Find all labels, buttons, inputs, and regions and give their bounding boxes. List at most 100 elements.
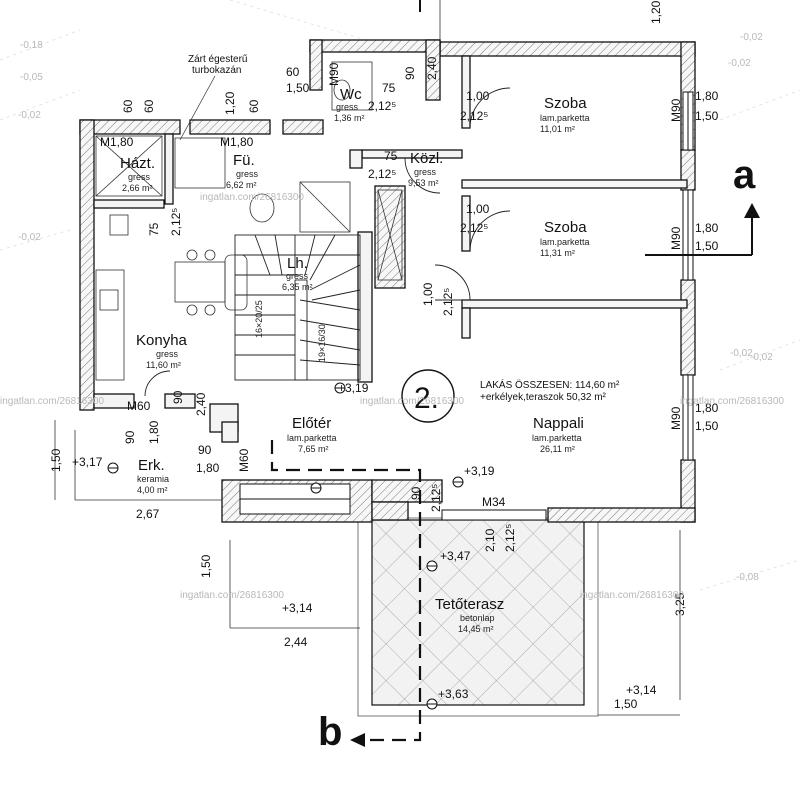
room-fu-area: 6,62 m² (226, 180, 257, 190)
room-hazt-floor: gress (128, 172, 151, 182)
dimension-label: 90 (409, 486, 423, 500)
room-szoba2-area: 11,31 m² (540, 248, 575, 258)
room-kozl-name: Közl. (410, 150, 443, 167)
dimension-label: -0,02 (18, 232, 41, 243)
fixtures (95, 61, 403, 381)
windows (239, 91, 694, 521)
dimension-label: 2,40 (194, 392, 208, 416)
section-lines (270, 0, 760, 747)
dimension-label: 1,00 (466, 89, 490, 103)
level-label: +3,14 (626, 683, 657, 697)
room-lh-area: 6,35 m² (282, 282, 313, 292)
room-kozl-floor: gress (414, 167, 437, 177)
room-nappali-name: Nappali (533, 415, 584, 432)
dimension-label: 2,12⁵ (460, 221, 488, 235)
door-code: M60 (237, 448, 251, 472)
section-marker-a: a (733, 153, 756, 197)
room-tetoterasz-name: Tetőterasz (435, 596, 504, 613)
room-kozl-area: 9,53 m² (408, 178, 439, 188)
boiler-note-line2: turbokazán (192, 65, 241, 76)
room-fu-name: Fü. (233, 152, 255, 169)
unit-summary: 2. LAKÁS ÖSSZESEN: 114,60 m² +erkélyek,t… (401, 369, 620, 423)
room-fu-floor: gress (236, 169, 259, 179)
room-szoba1-name: Szoba (544, 95, 587, 112)
dimension-label: 90 (171, 390, 185, 404)
dimension-label: ingatlan.com/26816300 (200, 192, 304, 203)
room-nappali-area: 26,11 m² (540, 444, 575, 454)
dimension-label: ingatlan.com/26816300 (580, 590, 684, 601)
door-codes: M1,80 M1,80 M90 M90 M90 M90 M60 M60 M34 (100, 62, 683, 509)
stair-label-1: 16×20/25 (254, 300, 264, 338)
room-szoba2-name: Szoba (544, 219, 587, 236)
room-lh-name: Lh. (287, 255, 308, 272)
dimension-label: -0,18 (20, 40, 43, 51)
dimension-label: 1,50 (199, 554, 213, 578)
dimension-labels: 60 60 1,20 60 60 1,50 75 90 2,40 2,12⁵ 7… (49, 0, 719, 711)
dimension-label: 2,40 (425, 56, 439, 80)
room-wc-area: 1,36 m² (334, 113, 365, 123)
room-wc-name: Wc (340, 86, 362, 103)
dimension-label: 75 (384, 149, 398, 163)
dimension-label: 1,80 (695, 221, 719, 235)
dimension-label: 2,12⁵ (503, 524, 517, 552)
dimension-label: -0,08 (736, 572, 759, 583)
level-label: +3,47 (440, 549, 471, 563)
room-konyha-name: Konyha (136, 332, 188, 349)
room-eloter-name: Előtér (292, 415, 331, 432)
dimension-label: -0,02 (18, 110, 41, 121)
section-marker-b: b (318, 710, 342, 754)
boiler-note: Zárt égesterű turbokazán (179, 54, 248, 141)
door-code: M1,80 (220, 135, 254, 149)
dimension-label: -0,02 (728, 58, 751, 69)
level-label: +3,19 (338, 381, 369, 395)
dimension-label: 60 (286, 65, 300, 79)
dimension-label: 1,00 (466, 202, 490, 216)
room-eloter-area: 7,65 m² (298, 444, 329, 454)
room-hazt-area: 2,66 m² (122, 183, 153, 193)
door-code: M90 (669, 226, 683, 250)
door-code: M34 (482, 495, 506, 509)
room-lh-floor: gress (286, 271, 309, 281)
dimension-label: 2,44 (284, 635, 308, 649)
dimension-lines (54, 0, 681, 716)
dimension-label: 1,50 (49, 448, 63, 472)
dimension-label: ingatlan.com/26816300 (680, 396, 784, 407)
room-eloter-floor: lam.parketta (287, 433, 337, 443)
stair-label-2: 19×16/30 (317, 324, 327, 362)
terrace-floor (371, 519, 585, 706)
level-label: +3,19 (464, 464, 495, 478)
unit-number: 2. (414, 382, 439, 415)
door-code: M1,80 (100, 135, 134, 149)
room-konyha-floor: gress (156, 349, 179, 359)
dimension-label: -0,02 (750, 352, 773, 363)
dimension-label: 1,50 (695, 419, 719, 433)
room-tetoterasz-floor: betonlap (460, 613, 495, 623)
dimension-label: 1,80 (147, 420, 161, 444)
room-konyha-area: 11,60 m² (146, 360, 181, 370)
dimension-label: 90 (403, 66, 417, 80)
staircase (234, 234, 361, 381)
side-levels: -0,18 -0,05 -0,02 -0,02 -0,02 -0,02 -0,0… (18, 32, 773, 583)
level-markers (107, 382, 464, 710)
dimension-label: 1,20 (223, 91, 237, 115)
room-nappali-floor: lam.parketta (532, 433, 582, 443)
room-erk-area: 4,00 m² (137, 485, 168, 495)
dimension-label: 2,10 (483, 528, 497, 552)
dimension-label: 75 (382, 81, 396, 95)
dimension-label: 90 (198, 443, 212, 457)
dimension-label: 75 (147, 222, 161, 236)
dimension-label: 1,80 (196, 461, 220, 475)
dimension-label: ingatlan.com/26816300 (360, 396, 464, 407)
dimension-label: 1,80 (695, 401, 719, 415)
dimension-label: 2,12⁵ (368, 167, 396, 181)
watermarks: ingatlan.com/26816300 ingatlan.com/26816… (0, 192, 784, 601)
door-code: M90 (327, 62, 341, 86)
dimension-label: -0,02 (740, 32, 763, 43)
dimension-label: 2,12⁵ (460, 109, 488, 123)
room-erk-name: Erk. (138, 457, 165, 474)
door-code: M90 (669, 98, 683, 122)
dimension-label: ingatlan.com/26816300 (0, 396, 104, 407)
room-szoba1-floor: lam.parketta (540, 113, 590, 123)
dimension-label: 1,50 (286, 81, 310, 95)
door-code: M60 (127, 399, 151, 413)
